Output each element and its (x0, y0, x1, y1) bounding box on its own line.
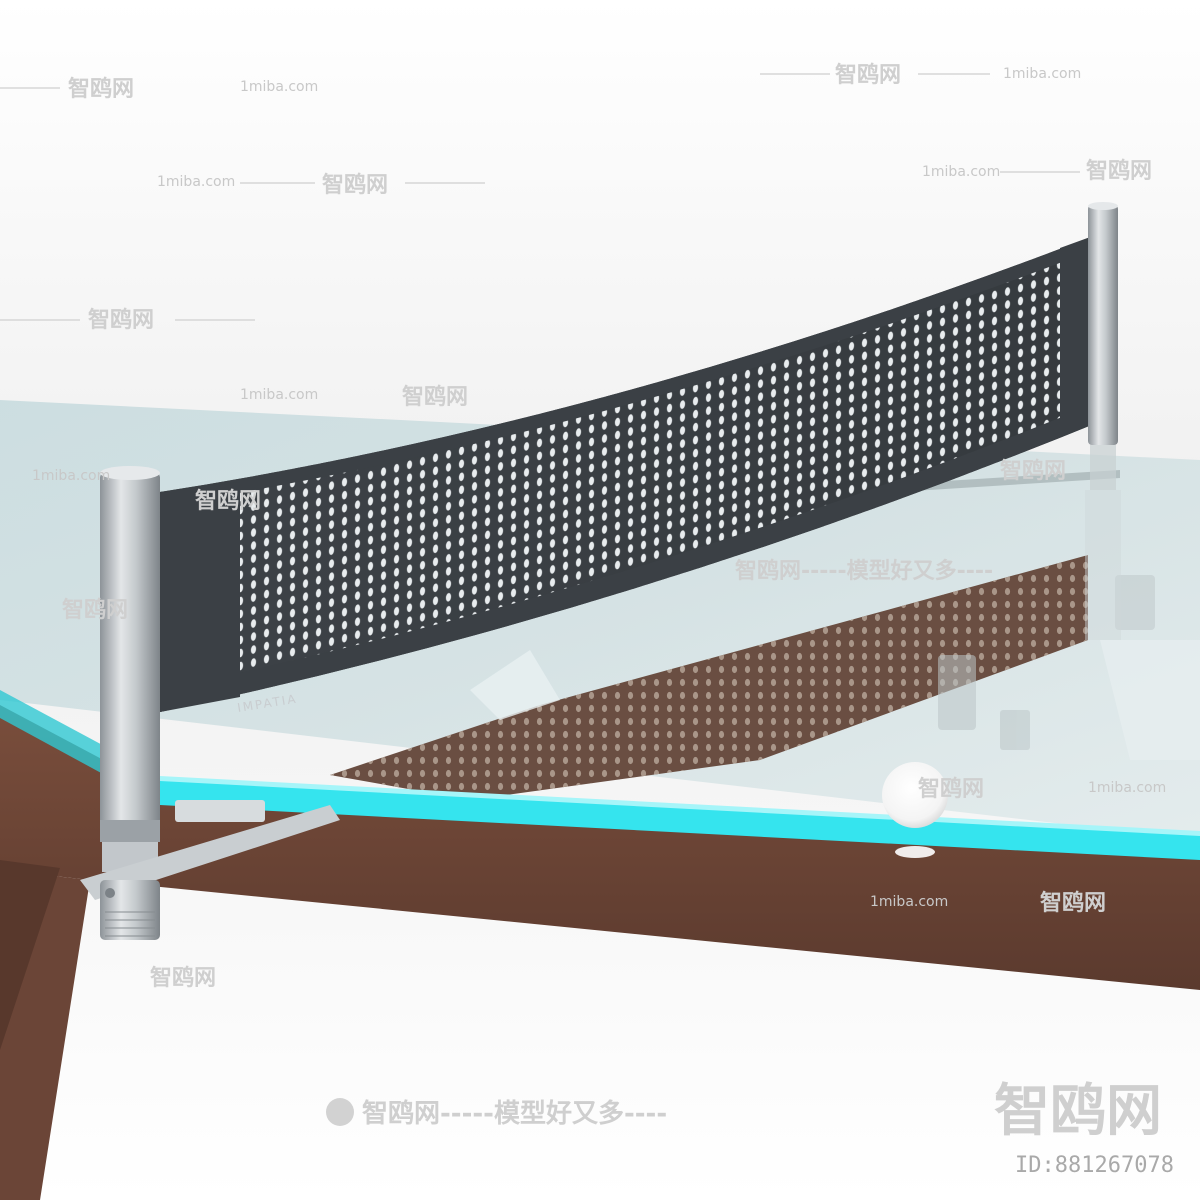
bottom-watermark: 智鸥网-----模型好又多---- (326, 1098, 667, 1129)
watermark-cn: 智鸥网 (62, 597, 128, 623)
watermark-site: 1miba.com (1088, 780, 1166, 796)
watermark-site: 1miba.com (157, 174, 235, 190)
ping-pong-ball (882, 762, 948, 858)
watermark-cn-banner: 智鸥网-----模型好又多---- (735, 558, 993, 584)
watermark-site: 1miba.com (240, 387, 318, 403)
watermark-cn: 智鸥网 (1000, 458, 1066, 484)
watermark-cn: 智鸥网 (322, 172, 388, 198)
watermark-site: 1miba.com (240, 79, 318, 95)
watermarks: 1miba.com 1miba.com 1miba.com 1miba.com … (0, 62, 1174, 1178)
clamp-reflections (938, 575, 1155, 750)
left-post (80, 466, 340, 940)
watermark-cn: 智鸥网 (195, 488, 261, 514)
watermark-cn: 智鸥网 (150, 965, 216, 991)
watermark-site: 1miba.com (32, 468, 110, 484)
watermark-cn: 智鸥网 (402, 384, 468, 410)
watermark-site: 1miba.com (922, 164, 1000, 180)
watermark-cn-banner-bottom: 智鸥网-----模型好又多---- (362, 1098, 667, 1129)
watermark-cn: 智鸥网 (68, 76, 134, 102)
watermark-lines (0, 73, 1080, 321)
watermark-logo-icon (326, 1098, 354, 1126)
watermark-cn: 智鸥网 (1086, 158, 1152, 184)
watermark-site: 1miba.com (870, 894, 948, 910)
watermark-site: 1miba.com (1003, 66, 1081, 82)
watermark-cn: 智鸥网 (918, 776, 984, 802)
watermark-big-logo: 智鸥网 (994, 1079, 1162, 1144)
right-post (1085, 202, 1121, 640)
watermark-cn: 智鸥网 (1040, 890, 1106, 916)
wood-frame (0, 705, 1200, 1200)
watermark-cn: 智鸥网 (88, 307, 154, 333)
watermark-cn: 智鸥网 (835, 62, 901, 88)
watermark-id: ID:881267078 (1015, 1153, 1174, 1178)
